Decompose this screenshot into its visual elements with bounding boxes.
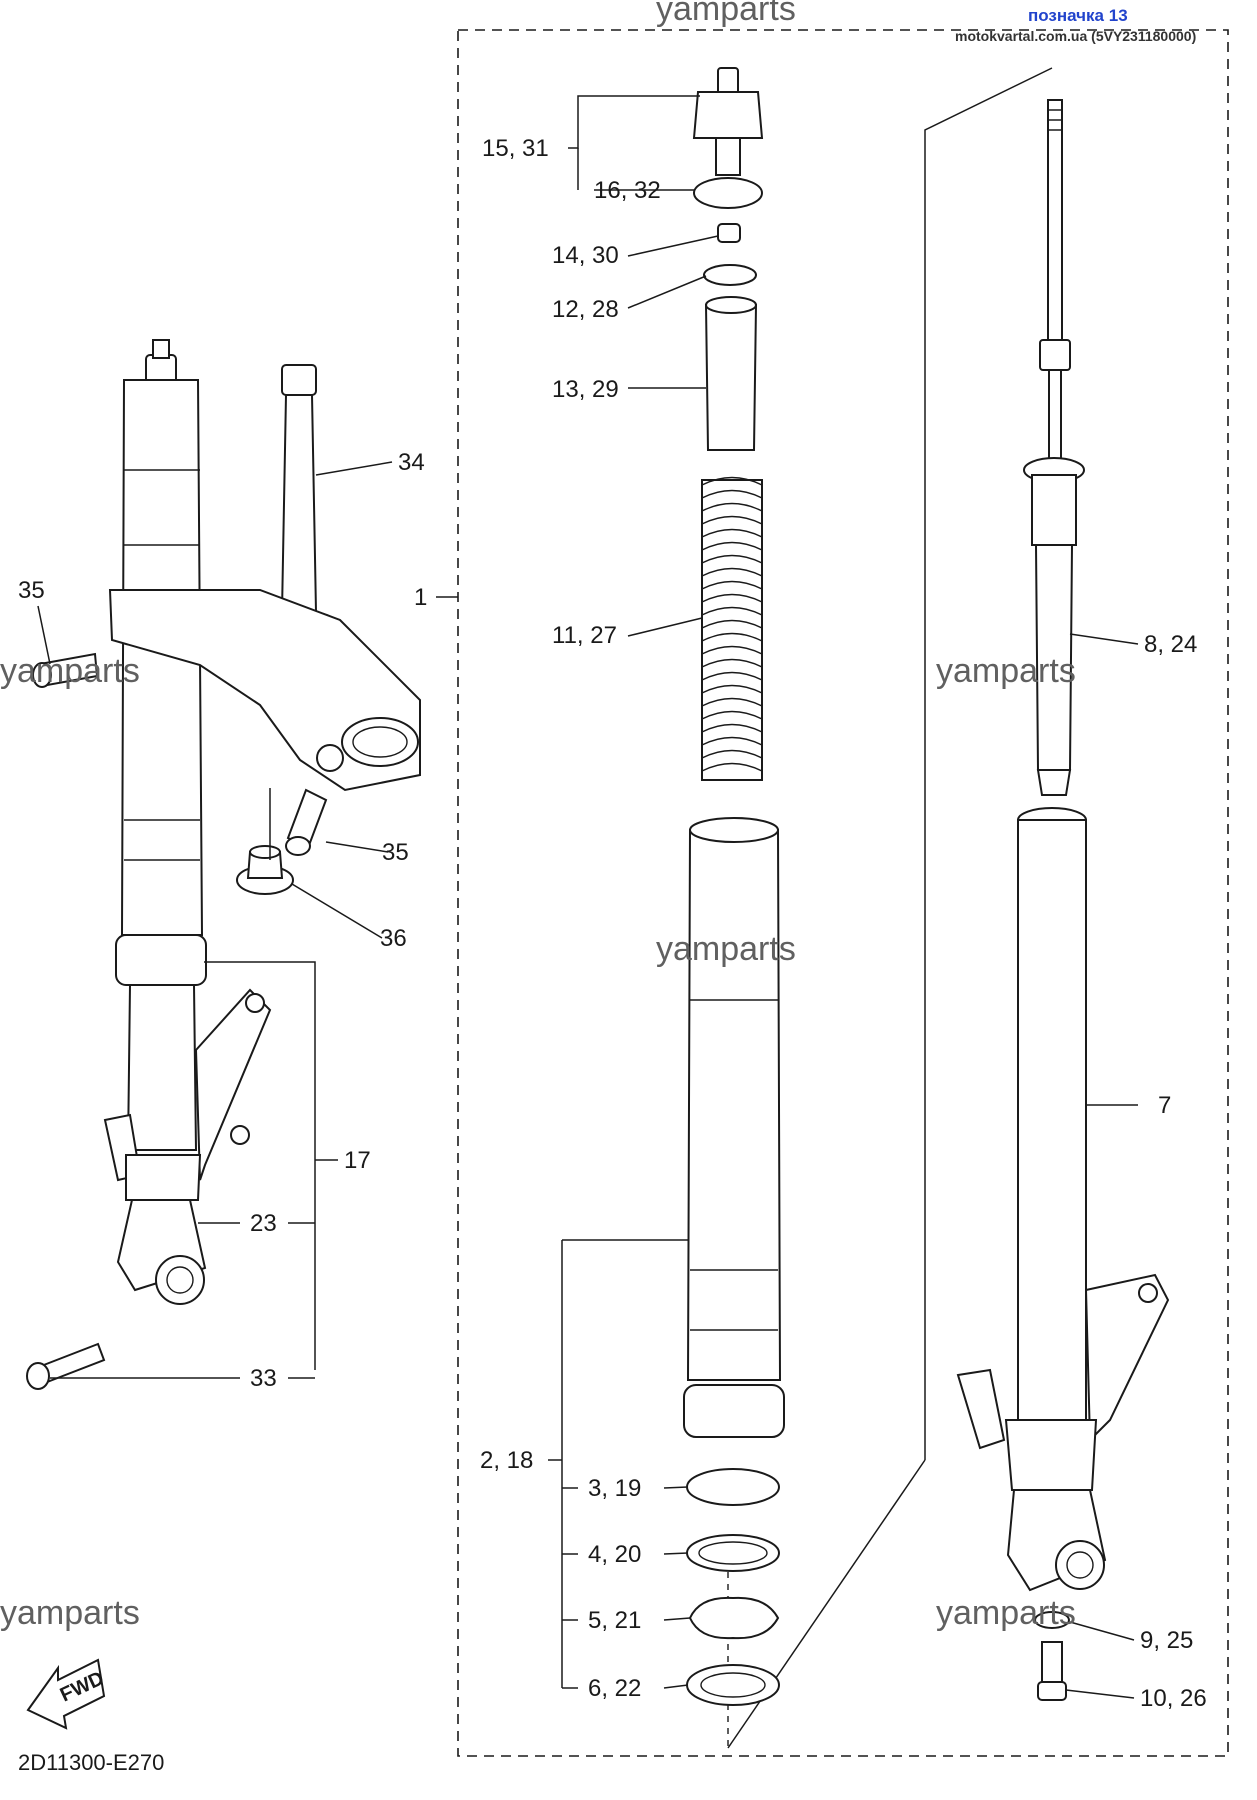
header-sub-label: motokvartal.com.ua (5VY231180000)	[955, 28, 1196, 44]
callout-13-29: 13, 29	[552, 376, 619, 403]
watermark-top: yamparts	[656, 0, 796, 28]
callout-5-21: 5, 21	[588, 1607, 641, 1634]
cap-36	[236, 845, 294, 895]
callout-6-22: 6, 22	[588, 1675, 641, 1702]
washer-9	[1034, 1611, 1070, 1629]
watermark-bottom-left: yamparts	[0, 1594, 140, 1632]
watermark-left: yamparts	[0, 652, 140, 690]
callout-2-18: 2, 18	[480, 1447, 533, 1474]
diagram-code: 2D11300-E270	[18, 1750, 164, 1775]
header-label: позначка 13	[1028, 6, 1128, 25]
leader-lines	[37, 95, 1139, 1699]
callout-9-25: 9, 25	[1140, 1627, 1193, 1654]
assembly-frame	[457, 29, 1229, 1757]
callout-7: 7	[1158, 1092, 1171, 1119]
assembly-frame-skew-top	[924, 67, 1053, 1460]
bolt-33	[26, 1342, 106, 1390]
fork-cap-bolt-15	[692, 67, 764, 176]
watermark-right: yamparts	[936, 652, 1076, 690]
stopper-ring-5	[688, 1596, 780, 1640]
nut-14	[717, 223, 741, 243]
spring-11	[701, 476, 763, 781]
outer-tube-2	[683, 817, 785, 1438]
callout-36: 36	[380, 925, 407, 952]
spacer-13	[704, 296, 758, 451]
watermark-center: yamparts	[656, 930, 796, 968]
callout-1: 1	[414, 584, 427, 611]
callout-3-19: 3, 19	[588, 1475, 641, 1502]
spring-coils	[701, 476, 763, 772]
bolt-35-left	[32, 652, 99, 688]
callout-35-left: 35	[18, 577, 45, 604]
axle-bracket	[956, 1273, 1170, 1592]
callout-10-26: 10, 26	[1140, 1685, 1207, 1712]
callout-17: 17	[344, 1147, 371, 1174]
assembled-fork	[103, 339, 272, 1305]
damper-rod-8	[1023, 99, 1085, 796]
callout-35-right: 35	[382, 839, 409, 866]
callout-23: 23	[250, 1210, 277, 1237]
oil-seal-6	[686, 1664, 780, 1706]
callout-33: 33	[250, 1365, 277, 1392]
callout-12-28: 12, 28	[552, 296, 619, 323]
callout-14-30: 14, 30	[552, 242, 619, 269]
callout-34: 34	[398, 449, 425, 476]
o-ring-16	[693, 177, 763, 209]
fwd-arrow-icon	[26, 1658, 106, 1730]
callout-8-24: 8, 24	[1144, 631, 1197, 658]
steering-stem	[108, 364, 421, 792]
dust-seal-3	[686, 1468, 780, 1506]
inner-tube-7	[1017, 807, 1087, 1421]
callout-4-20: 4, 20	[588, 1541, 641, 1568]
callout-16-32: 16, 32	[594, 177, 661, 204]
watermark-bottom-right: yamparts	[936, 1594, 1076, 1632]
callout-15-31: 15, 31	[482, 135, 549, 162]
washer-12	[703, 264, 757, 286]
bolt-10	[1037, 1641, 1067, 1701]
bolt-35-right	[285, 788, 328, 856]
clip-4	[686, 1534, 780, 1572]
callout-11-27: 11, 27	[552, 622, 617, 649]
